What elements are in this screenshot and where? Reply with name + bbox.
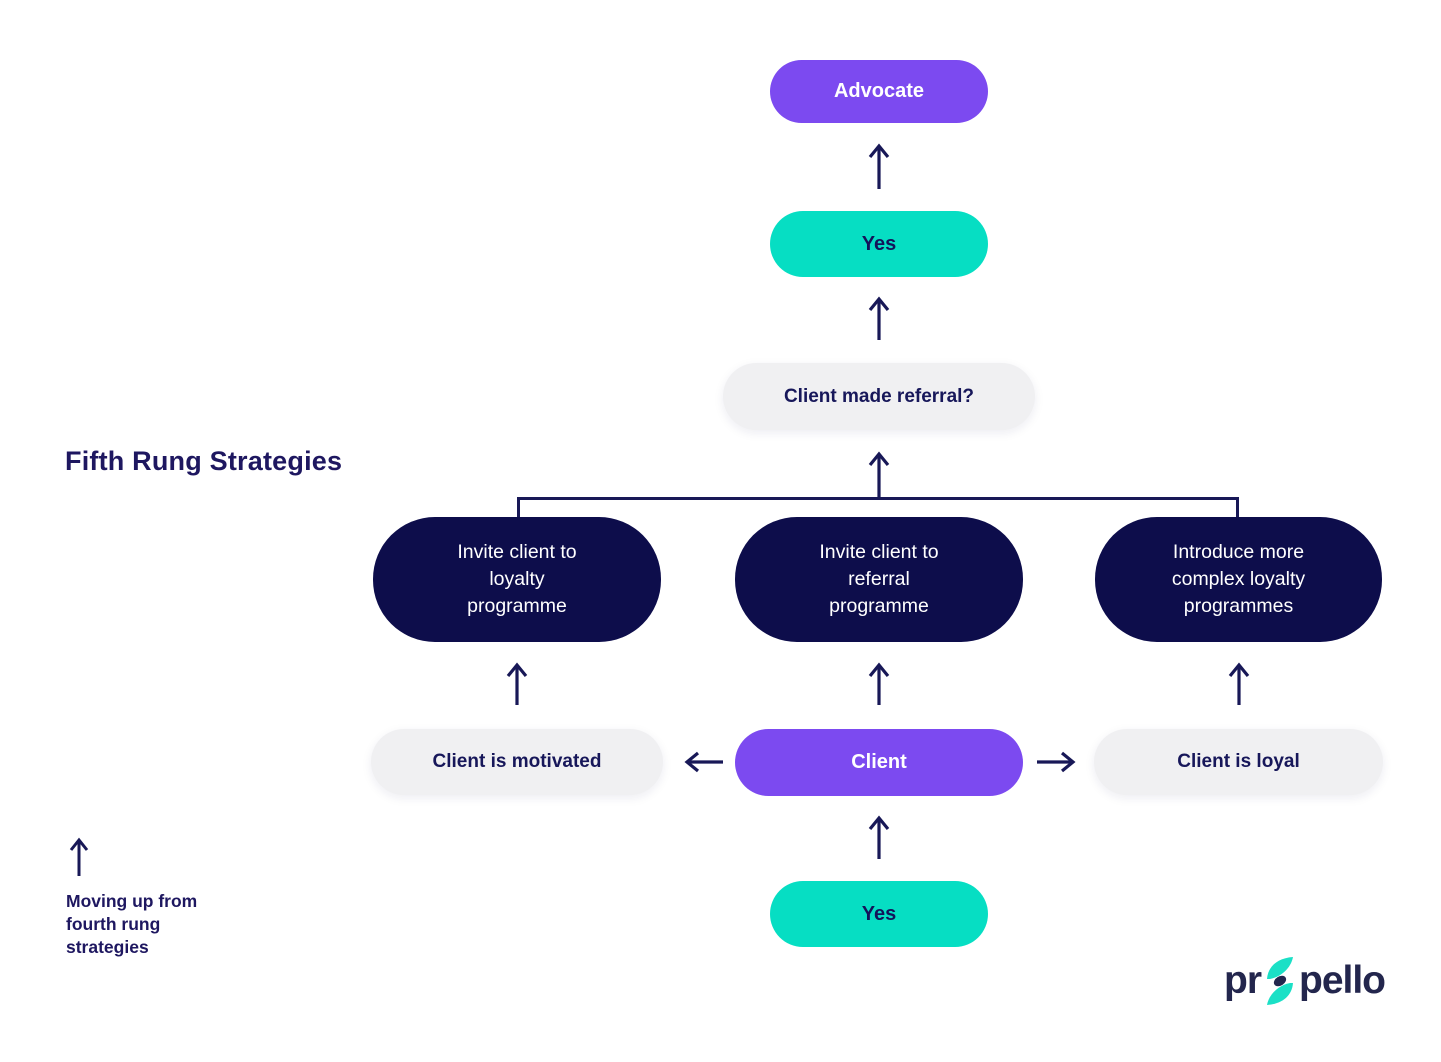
up-arrow-icon [866, 660, 892, 707]
node-client: Client [735, 729, 1023, 796]
node-client-loyal-label: Client is loyal [1177, 751, 1300, 772]
node-strategy-loyalty-label: Invite client to loyalty programme [457, 541, 577, 617]
propello-logo: pr pello [1224, 952, 1386, 1010]
node-strategy-loyalty: Invite client to loyalty programme [373, 517, 661, 642]
node-yes-top-label: Yes [861, 232, 897, 255]
up-arrow-icon [504, 660, 530, 707]
node-yes-top: Yes [770, 211, 988, 277]
node-referral-question: Client made referral? [723, 363, 1035, 430]
page-title: Fifth Rung Strategies [65, 446, 343, 476]
node-client-motivated-label: Client is motivated [432, 751, 602, 772]
up-arrow-icon [1226, 660, 1252, 707]
node-strategy-complex: Introduce more complex loyalty programme… [1095, 517, 1382, 642]
node-advocate-label: Advocate [833, 80, 925, 102]
right-arrow-icon [1036, 749, 1078, 775]
up-arrow-icon [866, 141, 892, 191]
node-advocate: Advocate [770, 60, 988, 123]
up-arrow-icon [866, 449, 892, 499]
branch-connector-line [517, 497, 1239, 518]
node-strategy-referral: Invite client to referral programme [735, 517, 1023, 642]
node-referral-question-label: Client made referral? [783, 385, 975, 407]
node-client-loyal: Client is loyal [1094, 729, 1383, 795]
node-strategy-complex-label: Introduce more complex loyalty programme… [1171, 541, 1306, 617]
logo-text-post: pello [1299, 959, 1386, 1002]
logo-text-pre: pr [1224, 959, 1262, 1002]
node-client-label: Client [851, 751, 907, 773]
node-yes-bottom: Yes [770, 881, 988, 947]
annotation-moving-up: Moving up from fourth rung strategies [66, 891, 198, 957]
propeller-icon [1262, 956, 1298, 1006]
left-arrow-icon [682, 749, 724, 775]
up-arrow-icon [866, 813, 892, 861]
annotation-up-arrow-icon [67, 836, 91, 878]
up-arrow-icon [866, 294, 892, 342]
node-strategy-referral-label: Invite client to referral programme [819, 541, 939, 617]
node-client-motivated: Client is motivated [371, 729, 663, 795]
node-yes-bottom-label: Yes [861, 902, 897, 925]
